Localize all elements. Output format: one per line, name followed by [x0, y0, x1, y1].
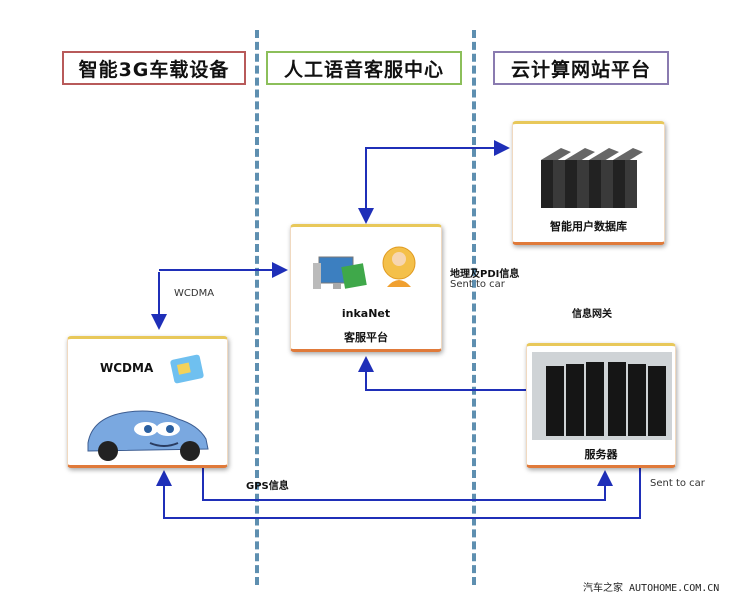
edge-label-gps-info: GPS信息 — [246, 481, 289, 492]
arrow-car-server — [202, 468, 613, 501]
car-icon — [87, 410, 209, 461]
database-servers-icon — [541, 148, 643, 208]
header-vehicle-device: 智能3G车载设备 — [62, 51, 246, 85]
platform-label: 客服平台 — [344, 331, 388, 344]
header-voice-center: 人工语音客服中心 — [266, 51, 462, 85]
watermark: 汽车之家 AUTOHOME.COM.CN — [583, 583, 720, 594]
server-room-icon — [532, 352, 672, 440]
edge-label-info-gateway: 信息网关 — [572, 309, 612, 320]
column-divider-left — [255, 30, 259, 585]
car-device-label: WCDMA — [100, 361, 154, 375]
server-node: 服务器 — [526, 343, 676, 468]
edge-label-sent-to-car-bottom: Sent to car — [650, 478, 705, 489]
sim-card-icon — [170, 354, 204, 384]
database-label: 智能用户数据库 — [550, 220, 627, 233]
header-cloud-platform: 云计算网站平台 — [493, 51, 669, 85]
arrow-server-platform — [358, 356, 526, 391]
arrow-platform-database — [365, 140, 510, 218]
server-label: 服务器 — [584, 448, 618, 461]
column-divider-right — [472, 30, 476, 585]
edge-label-wcdma: WCDMA — [174, 288, 215, 299]
database-node: 智能用户数据库 — [512, 121, 665, 245]
car-device-node: WCDMA — [67, 336, 228, 468]
arrow-server-car — [156, 468, 641, 519]
platform-name: inkaNet — [341, 307, 391, 320]
edge-label-geo-info: 地理及PDI信息 — [450, 269, 520, 280]
platform-node: inkaNet 客服平台 — [290, 224, 442, 352]
edge-label-sent-to-car-top: Sent to car — [450, 279, 505, 290]
platform-icons — [313, 246, 416, 289]
